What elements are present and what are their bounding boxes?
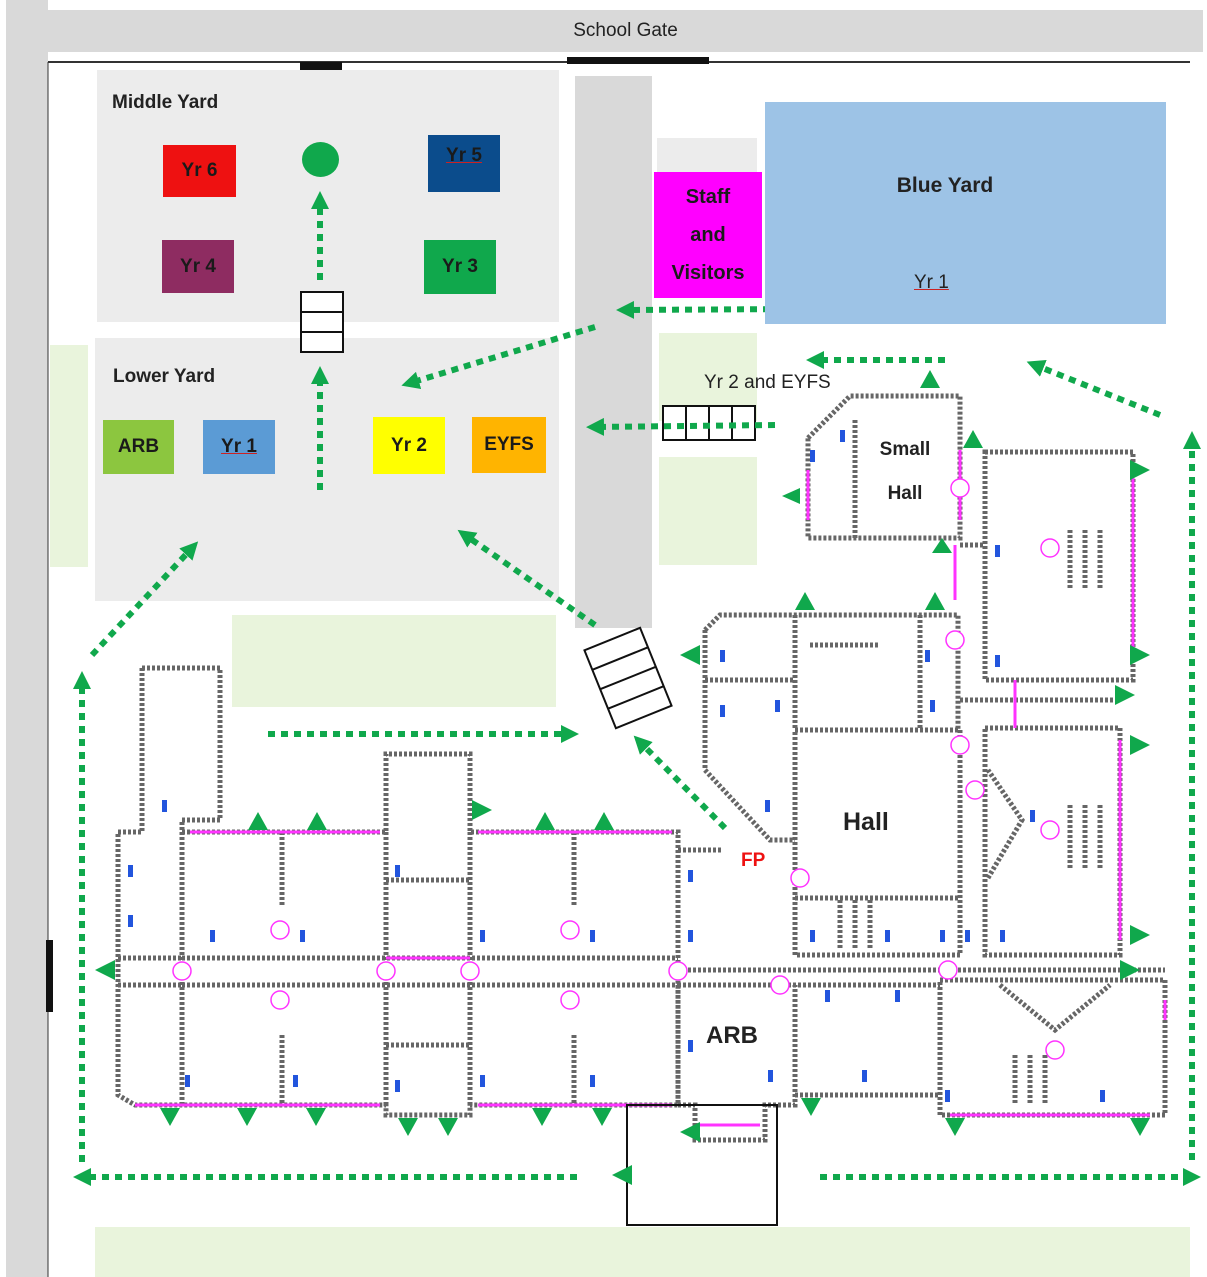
group-label: Yr 6 <box>181 160 218 181</box>
group-label: Yr 3 <box>442 256 478 277</box>
gate-opening-2 <box>567 57 709 64</box>
external-box <box>626 1104 778 1226</box>
lower-yard-title: Lower Yard <box>113 366 216 387</box>
and-line: and <box>690 224 726 246</box>
blue-yard-group: Yr 1 <box>914 272 949 293</box>
gate-opening-1 <box>300 62 342 70</box>
group-box-yr4: Yr 4 <box>162 240 234 293</box>
school-gate-label: School Gate <box>573 20 678 41</box>
assembly-point-marker <box>302 142 339 177</box>
central-path <box>575 76 652 628</box>
crossings <box>300 291 756 730</box>
group-box-yr1: Yr 1 <box>203 420 275 474</box>
visitors-line: Visitors <box>671 262 745 284</box>
blue-yard-area <box>765 102 1166 324</box>
blue-yard-title: Blue Yard <box>896 174 994 197</box>
fp-label: FP <box>741 850 766 871</box>
gate-strip <box>48 10 1203 52</box>
group-label: Yr 1 <box>221 436 257 457</box>
staff-line: Staff <box>685 186 731 208</box>
staff-visitors-box: Staff and Visitors <box>654 172 762 298</box>
small-hall-line-2: Hall <box>887 483 923 504</box>
middle-yard-title: Middle Yard <box>112 92 219 113</box>
group-label: Yr 2 <box>391 434 427 456</box>
group-box-yr5: Yr 5 <box>428 135 500 192</box>
group-label: ARB <box>117 436 160 457</box>
left-road <box>6 0 48 1277</box>
crossing-label: Yr 2 and EYFS <box>704 372 831 393</box>
group-label: Yr 5 <box>446 145 482 166</box>
small-hall-label: Small Hall <box>860 428 950 516</box>
group-box-arb: ARB <box>103 420 174 474</box>
small-hall-line-1: Small <box>879 439 931 460</box>
hall-label: Hall <box>843 808 889 836</box>
grass-areas <box>50 333 1190 1277</box>
group-label: Yr 4 <box>180 255 216 277</box>
arb-building-label: ARB <box>706 1022 758 1049</box>
group-box-yr6: Yr 6 <box>163 145 236 197</box>
group-box-eyfs: EYFS <box>472 417 546 473</box>
room-annotations <box>128 430 1105 1102</box>
side-gate <box>46 940 53 1012</box>
door-swings <box>172 478 1065 1060</box>
group-box-yr2: Yr 2 <box>373 417 445 474</box>
group-box-yr3: Yr 3 <box>424 240 496 294</box>
group-label: EYFS <box>484 434 534 455</box>
exit-arrows <box>95 370 1150 1185</box>
